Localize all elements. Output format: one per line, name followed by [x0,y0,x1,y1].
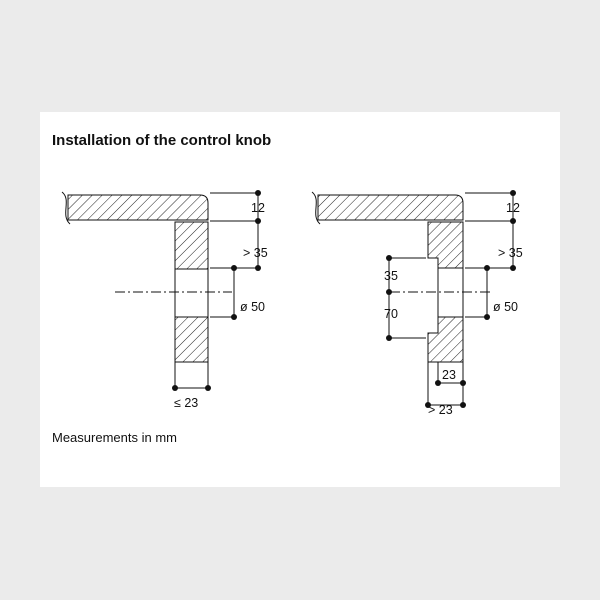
drawing-sheet [40,112,560,487]
left-dim-top-thickness: 12 [251,201,265,215]
left-dim-panel-thickness: ≤ 23 [174,396,198,410]
page-title: Installation of the control knob [52,132,272,149]
right-dim-panel-thickness: > 23 [428,403,453,417]
left-worktop-break [61,191,71,225]
right-dim-recess-lower: 70 [384,307,398,321]
right-dimension-dots [386,190,516,408]
right-worktop [317,194,464,221]
right-dim-gap-above: > 35 [498,246,523,260]
right-dim-hole-diameter: ø 50 [493,300,518,314]
left-worktop [67,194,209,221]
left-figure [61,191,259,389]
right-panel-lower [427,316,464,363]
right-dim-top-thickness: 12 [506,201,520,215]
left-panel-upper [174,221,209,270]
right-panel-upper [427,221,464,269]
right-worktop-break [311,191,321,225]
right-figure [311,191,514,406]
left-dim-hole-diameter: ø 50 [240,300,265,314]
left-panel-lower [174,316,209,363]
right-dim-remaining-thickness: 23 [442,368,456,382]
right-dim-recess-upper: 35 [384,269,398,283]
left-dim-gap-above: > 35 [243,246,268,260]
measurements-note: Measurements in mm [52,430,177,445]
left-dimension-dots [172,190,261,391]
